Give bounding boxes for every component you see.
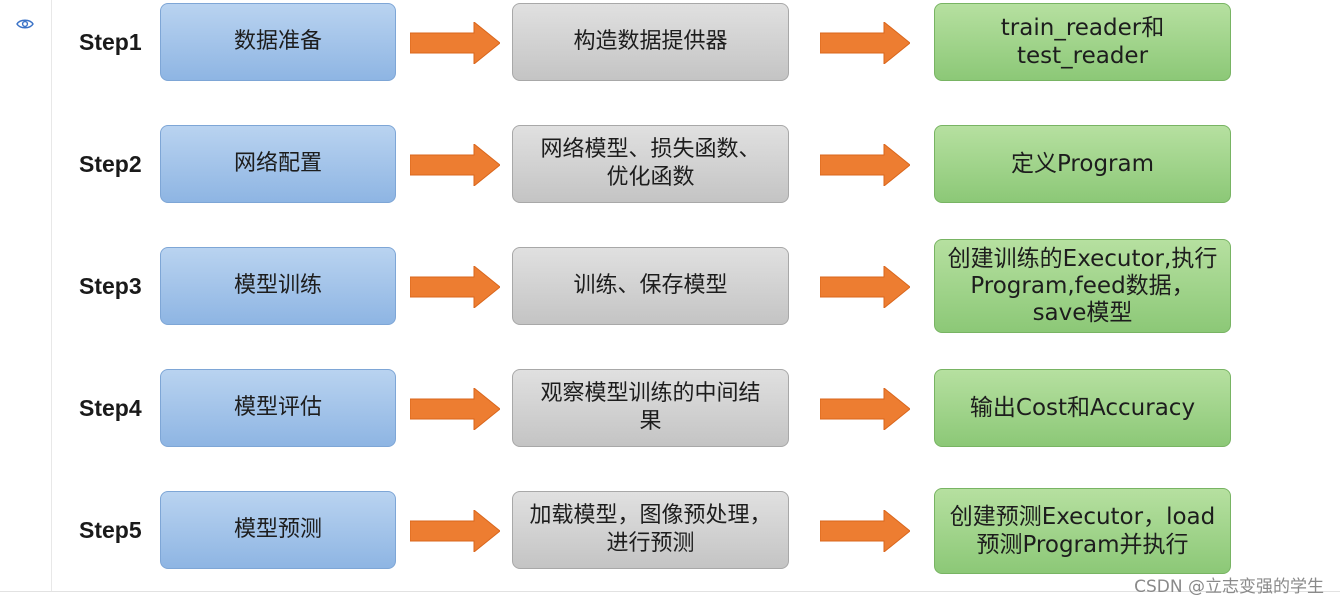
result-box: 定义Program	[934, 125, 1231, 203]
result-box: train_reader和 test_reader	[934, 3, 1231, 81]
step-row-3: Step3 模型训练 训练、保存模型 创建训练的Executor,执行 Prog…	[0, 239, 1340, 333]
arrow-right-icon	[410, 510, 500, 552]
arrow-right-icon	[820, 266, 910, 308]
action-box: 训练、保存模型	[512, 247, 789, 325]
action-box: 加载模型，图像预处理， 进行预测	[512, 491, 789, 569]
step-label: Step1	[79, 29, 142, 55]
action-box: 构造数据提供器	[512, 3, 789, 81]
stage-box: 数据准备	[160, 3, 396, 81]
step-label: Step3	[79, 273, 142, 299]
stage-box: 网络配置	[160, 125, 396, 203]
step-row-4: Step4 模型评估 观察模型训练的中间结 果 输出Cost和Accuracy	[0, 369, 1340, 449]
eye-icon[interactable]	[16, 17, 34, 31]
stage-box: 模型评估	[160, 369, 396, 447]
result-box: 输出Cost和Accuracy	[934, 369, 1231, 447]
step-label: Step4	[79, 395, 142, 421]
action-box: 网络模型、损失函数、 优化函数	[512, 125, 789, 203]
step-label: Step2	[79, 151, 142, 177]
stage-box: 模型训练	[160, 247, 396, 325]
action-box: 观察模型训练的中间结 果	[512, 369, 789, 447]
step-row-2: Step2 网络配置 网络模型、损失函数、 优化函数 定义Program	[0, 125, 1340, 205]
step-row-5: Step5 模型预测 加载模型，图像预处理， 进行预测 创建预测Executor…	[0, 488, 1340, 574]
arrow-right-icon	[410, 388, 500, 430]
arrow-right-icon	[410, 144, 500, 186]
arrow-right-icon	[820, 22, 910, 64]
arrow-right-icon	[410, 22, 500, 64]
arrow-right-icon	[410, 266, 500, 308]
left-gutter	[0, 0, 52, 592]
arrow-right-icon	[820, 510, 910, 552]
result-box: 创建训练的Executor,执行 Program,feed数据， save模型	[934, 239, 1231, 333]
step-label: Step5	[79, 517, 142, 543]
arrow-right-icon	[820, 144, 910, 186]
stage-box: 模型预测	[160, 491, 396, 569]
watermark: CSDN @立志变强的学生	[1134, 577, 1324, 597]
result-box: 创建预测Executor，load 预测Program并执行	[934, 488, 1231, 574]
step-row-1: Step1 数据准备 构造数据提供器 train_reader和 test_re…	[0, 3, 1340, 83]
arrow-right-icon	[820, 388, 910, 430]
bottom-divider	[0, 591, 1340, 592]
